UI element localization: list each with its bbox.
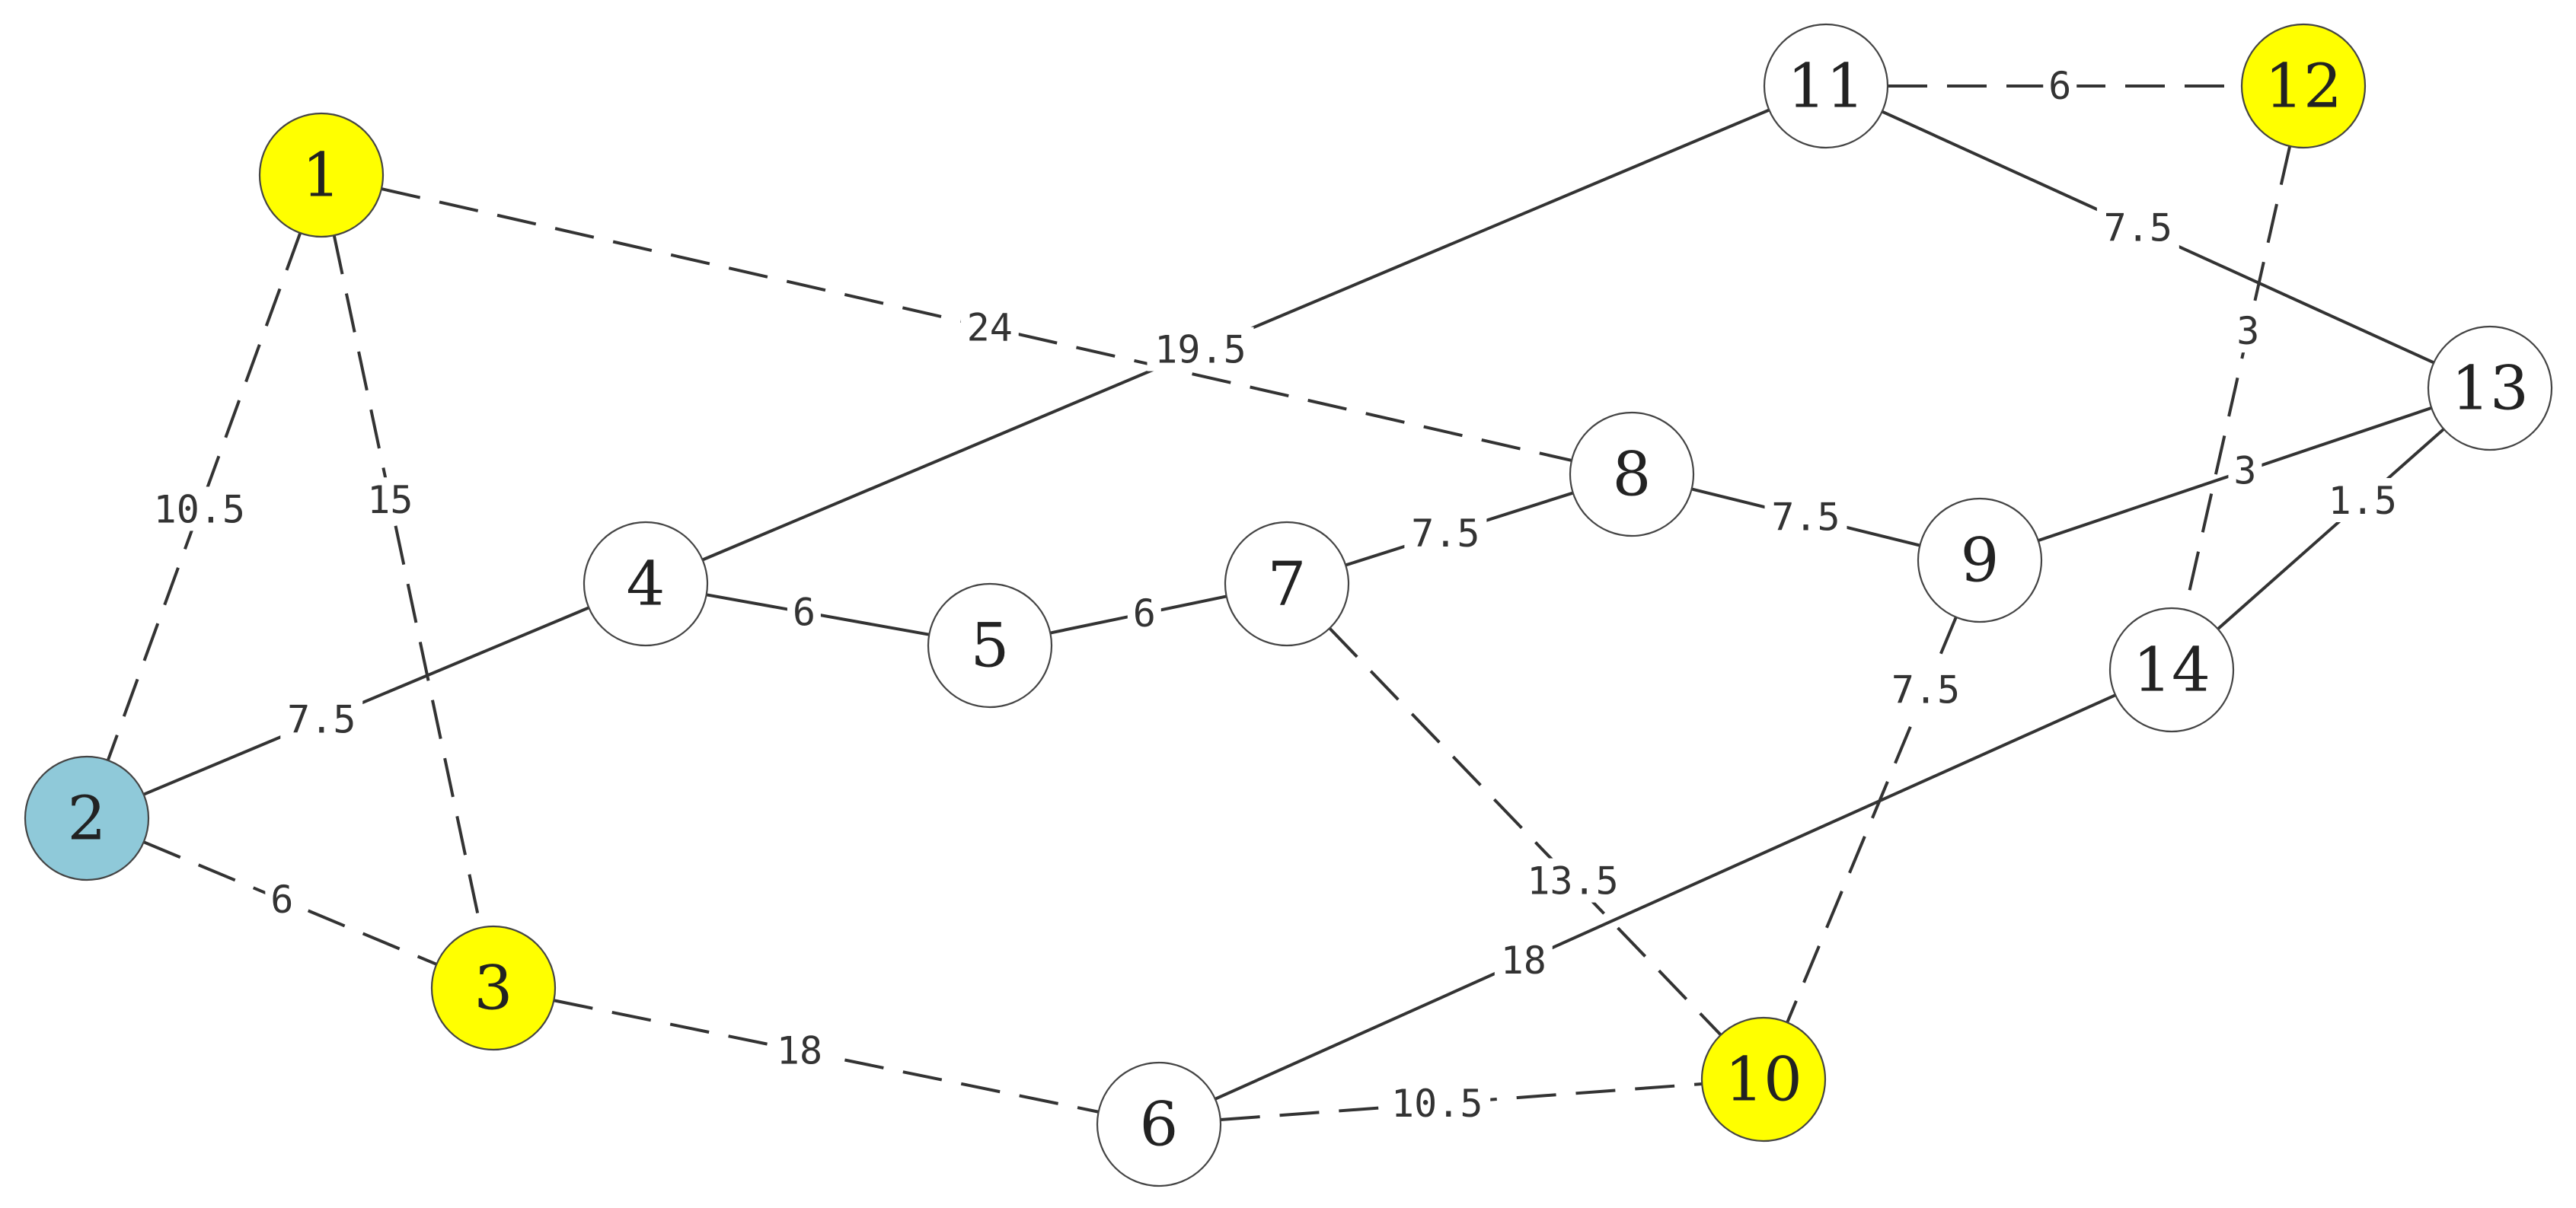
node-6[interactable]: 6 [1096,1061,1222,1187]
edge-6-14 [1215,693,2116,1101]
edge-label-bg [1147,327,1254,371]
edge-label-bg [2231,308,2265,353]
node-label-4: 4 [627,549,666,620]
node-13[interactable]: 13 [2427,325,2553,451]
edge-label-bg [1127,590,1161,635]
node-label-14: 14 [2133,635,2211,706]
node-5[interactable]: 5 [927,582,1053,709]
edge-label-4-11: 19.5 [1154,328,1246,372]
edge-label-2-4: 7.5 [287,698,356,742]
node-9[interactable]: 9 [1917,497,2043,623]
edge-label-bg [1494,938,1553,983]
edge-label-bg [771,1028,829,1073]
node-label-12: 12 [2265,51,2342,122]
node-2[interactable]: 2 [24,755,150,881]
node-14[interactable]: 14 [2108,607,2235,733]
node-label-10: 10 [1725,1044,1802,1115]
edge-label-9-13: 3 [2233,448,2256,492]
edge-13-14 [2217,428,2445,630]
edge-label-1-8: 24 [967,305,1013,349]
edge-label-11-12: 6 [2048,64,2071,108]
edge-label-bg [2321,478,2404,522]
edge-label-5-7: 6 [1133,591,1156,636]
node-circle-10[interactable] [1700,1016,1827,1143]
edge-label-11-13: 7.5 [2104,206,2172,250]
node-circle-6[interactable] [1096,1061,1222,1187]
edge-label-bg [361,477,420,522]
node-7[interactable]: 7 [1224,521,1350,647]
node-circle-1[interactable] [258,112,385,238]
edge-label-13-14: 1.5 [2329,479,2397,523]
node-label-7: 7 [1268,549,1307,620]
node-circle-5[interactable] [927,582,1053,709]
node-circle-9[interactable] [1917,497,2043,623]
edge-label-bg [1519,858,1626,903]
edge-2-4 [142,606,590,796]
node-label-5: 5 [971,610,1010,681]
edge-label-2-3: 6 [270,878,293,922]
edge-1-2 [106,232,302,761]
edge-7-10 [1328,626,1722,1037]
node-label-11: 11 [1787,51,1865,122]
edge-label-bg [2096,205,2179,250]
edge-label-bg [2228,448,2262,492]
edge-label-12-14: 3 [2236,309,2259,353]
node-1[interactable]: 1 [258,112,385,238]
edge-label-bg [1384,1080,1491,1125]
node-label-6: 6 [1140,1089,1179,1160]
node-circle-8[interactable] [1569,411,1695,537]
node-circle-14[interactable] [2108,607,2235,733]
node-10[interactable]: 10 [1700,1016,1827,1143]
edge-label-6-10: 10.5 [1391,1082,1483,1126]
node-11[interactable]: 11 [1763,23,1889,149]
edge-label-bg [2043,63,2077,107]
node-label-9: 9 [1961,525,2000,596]
node-8[interactable]: 8 [1569,411,1695,537]
edge-label-1-2: 10.5 [154,487,245,531]
edge-label-bg [1404,510,1487,555]
edge-12-14 [2183,145,2292,610]
edge-label-9-10: 7.5 [1891,668,1960,712]
node-label-8: 8 [1613,439,1652,510]
edge-label-bg [1764,494,1847,539]
edge-1-3 [332,234,483,929]
node-label-3: 3 [474,953,513,1024]
node-4[interactable]: 4 [583,521,709,647]
node-label-1: 1 [302,140,341,211]
edge-label-bg [265,877,299,922]
node-circle-3[interactable] [430,925,557,1051]
node-label-2: 2 [68,783,107,854]
node-circle-2[interactable] [24,755,150,881]
edge-label-4-5: 6 [793,590,816,634]
edge-label-bg [145,486,253,531]
edge-label-bg [1885,667,1967,712]
edge-label-8-9: 7.5 [1771,496,1840,540]
edge-label-3-6: 18 [777,1028,822,1073]
node-circle-13[interactable] [2427,325,2553,451]
edge-2-3 [142,840,438,966]
node-circle-7[interactable] [1224,521,1350,647]
node-circle-4[interactable] [583,521,709,647]
node-label-13: 13 [2451,353,2529,424]
node-3[interactable]: 3 [430,925,557,1051]
edge-label-bg [280,696,363,741]
edge-label-7-8: 7.5 [1411,512,1480,556]
edge-3-6 [553,999,1100,1114]
edge-label-bg [787,589,821,634]
node-circle-12[interactable] [2240,23,2367,149]
edge-label-bg [960,304,1019,349]
node-circle-11[interactable] [1763,23,1889,149]
edge-label-6-14: 18 [1501,939,1547,983]
edge-label-7-10: 13.5 [1527,859,1618,904]
edge-label-1-3: 15 [367,478,413,522]
node-12[interactable]: 12 [2240,23,2367,149]
